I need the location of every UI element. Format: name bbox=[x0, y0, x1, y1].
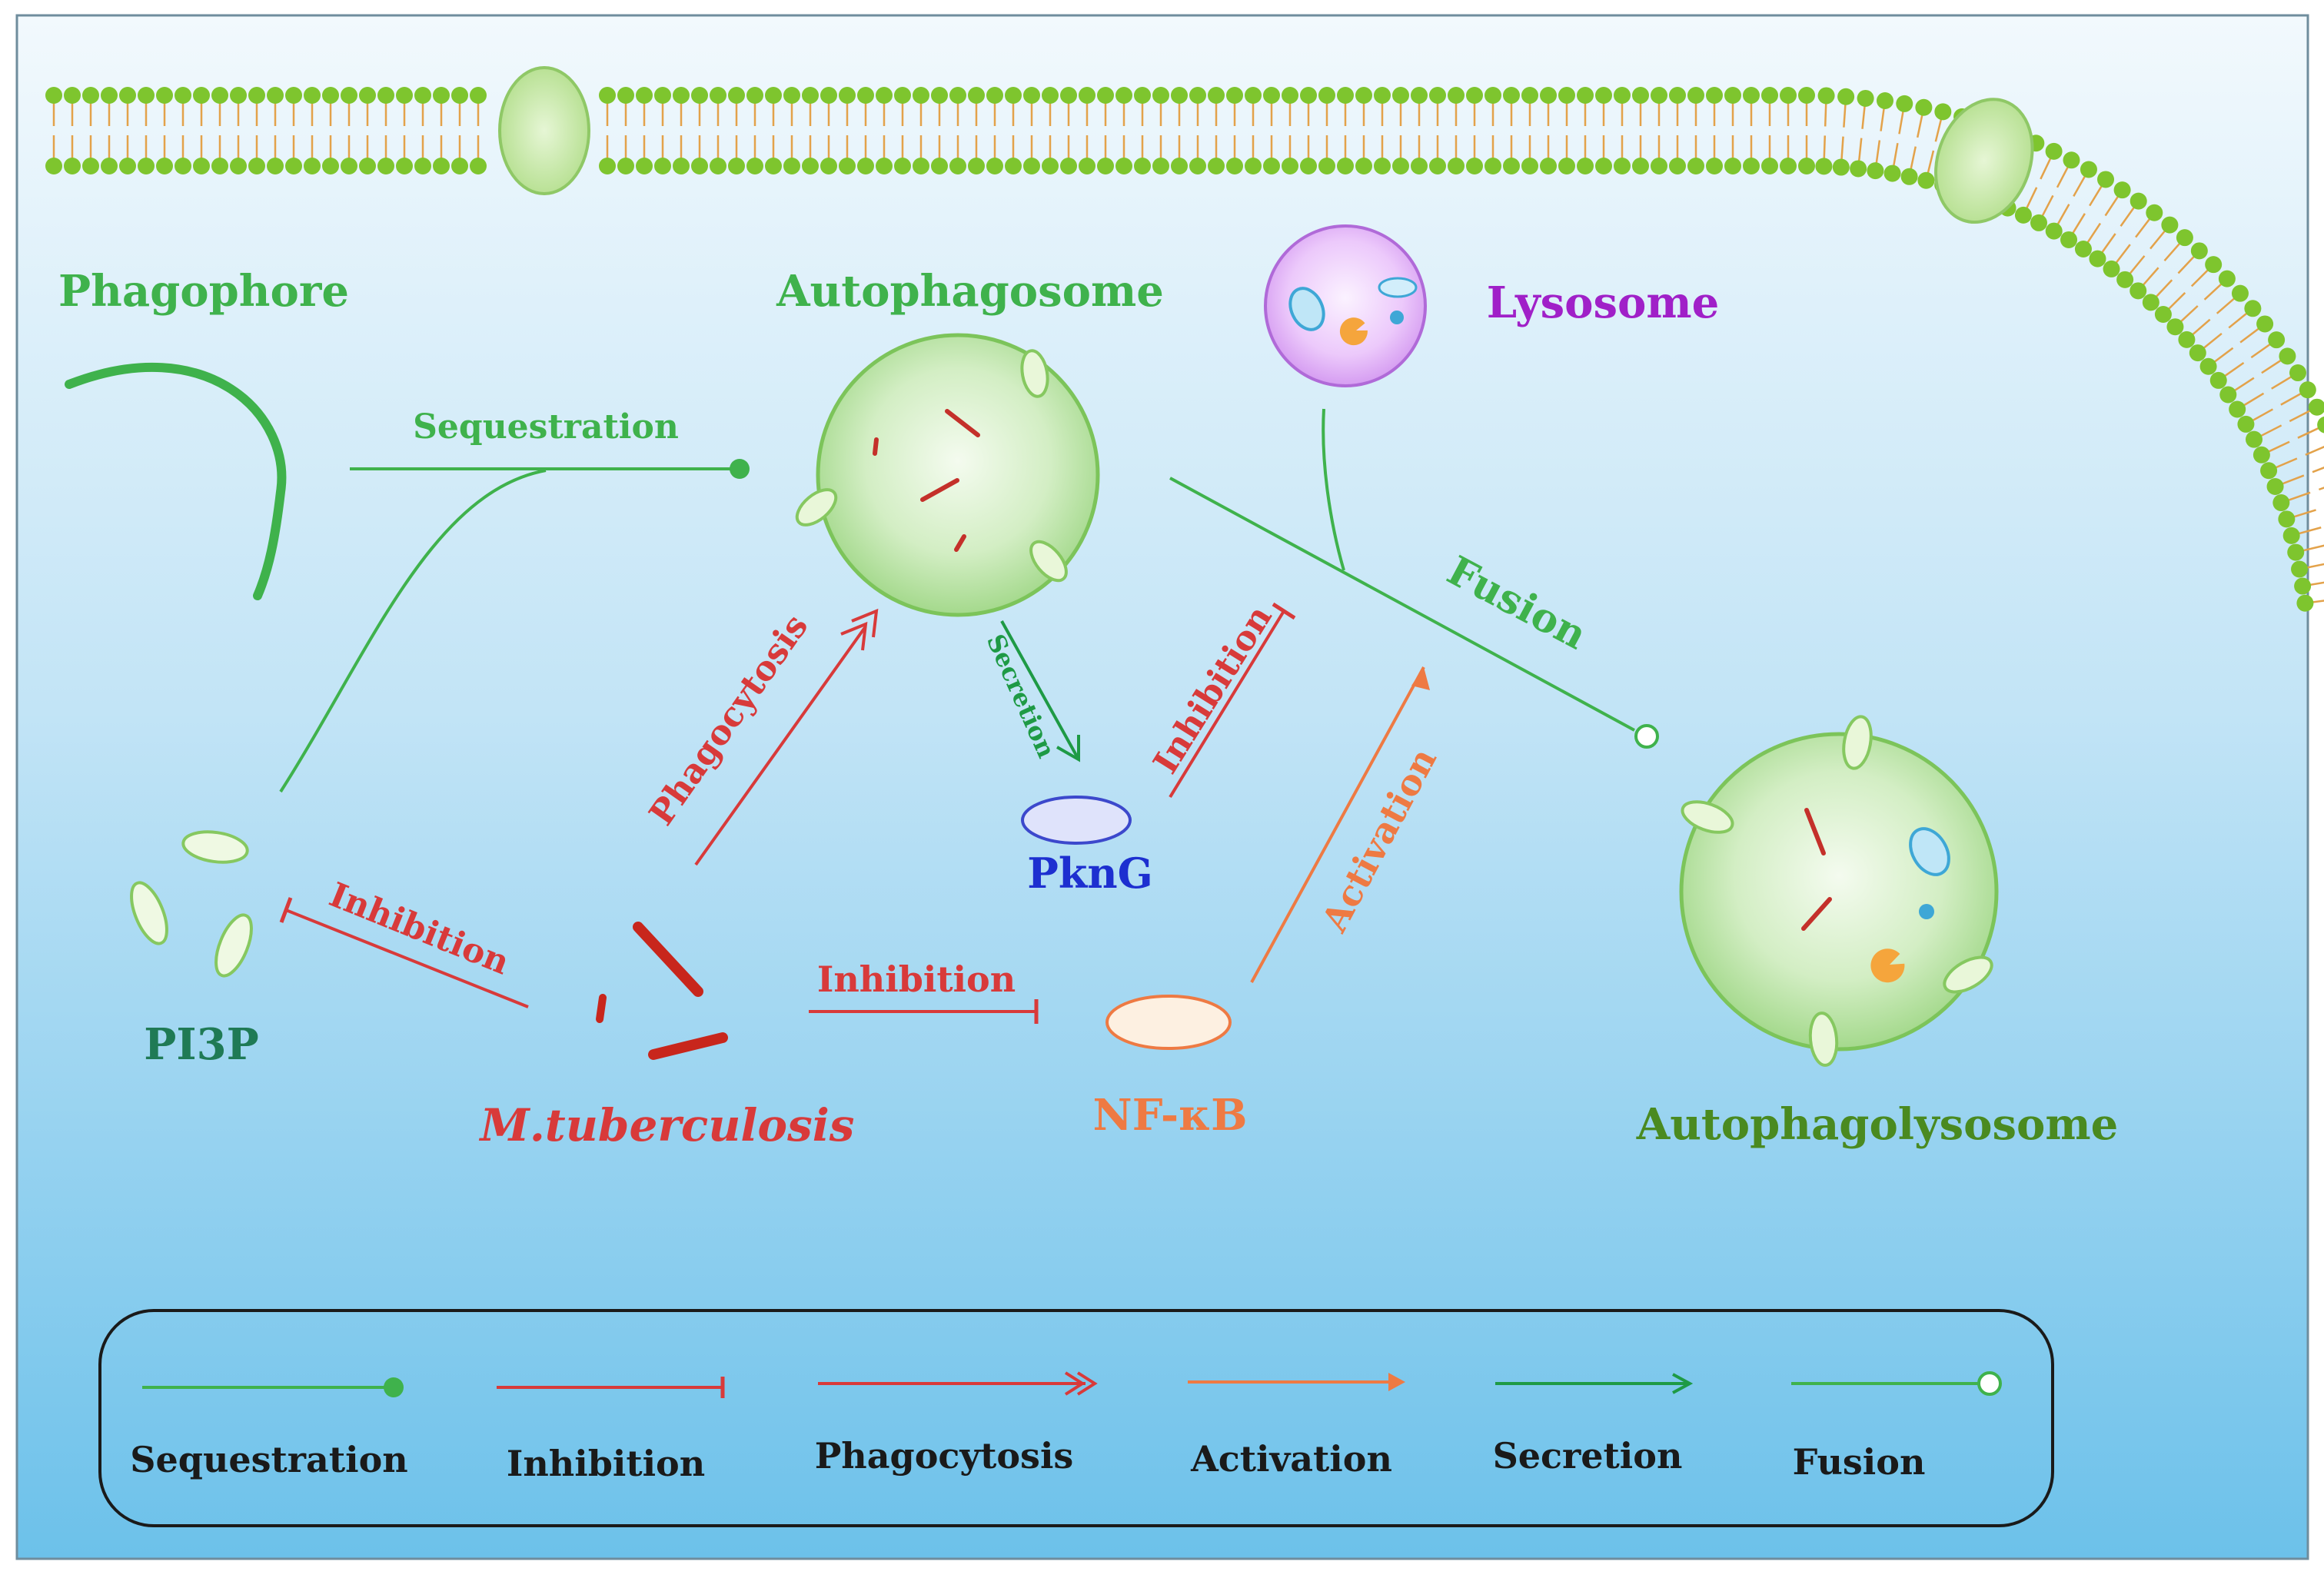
pkng-ellipse-icon bbox=[1021, 796, 1132, 845]
label-pkng: PknG bbox=[1027, 849, 1152, 898]
nfkb-ellipse-icon bbox=[1105, 995, 1232, 1050]
label-phagophore: Phagophore bbox=[58, 266, 349, 317]
phagophore-arc-icon bbox=[65, 362, 287, 600]
legend-label-fusion: Fusion bbox=[1793, 1441, 1926, 1483]
edge-label-inhibition-nfkb: Inhibition bbox=[817, 958, 1016, 1000]
mtb-bacilli-icon bbox=[596, 922, 728, 1060]
autophagosome-vesicle-icon bbox=[795, 333, 1100, 617]
label-autophagolysosome: Autophagolysosome bbox=[1636, 1099, 2119, 1150]
legend-box: Sequestration Inhibition Phagocytosis Ac… bbox=[98, 1309, 2054, 1527]
cell-membrane-icon bbox=[45, 66, 2324, 612]
legend-item-fusion: Fusion bbox=[1791, 1371, 2002, 1483]
legend-item-sequestration: Sequestration bbox=[130, 1377, 408, 1480]
legend-item-phagocytosis: Phagocytosis bbox=[815, 1371, 1098, 1477]
label-lysosome: Lysosome bbox=[1487, 277, 1720, 328]
legend-label-inhibition: Inhibition bbox=[507, 1443, 705, 1484]
autophagolysosome-vesicle-icon bbox=[1679, 715, 1999, 1067]
label-autophagosome: Autophagosome bbox=[776, 266, 1164, 317]
legend-item-inhibition: Inhibition bbox=[497, 1377, 725, 1484]
legend-label-activation: Activation bbox=[1190, 1438, 1392, 1480]
legend-label-phagocytosis: Phagocytosis bbox=[815, 1435, 1074, 1477]
legend-label-sequestration: Sequestration bbox=[130, 1439, 407, 1480]
lysosome-vesicle-icon bbox=[1264, 224, 1427, 387]
edge-label-sequestration: Sequestration bbox=[413, 407, 679, 447]
pi3p-vesicles-icon bbox=[130, 830, 253, 978]
label-nfkb: NF-κB bbox=[1093, 1090, 1248, 1141]
edge-inhibition-nfkb: Inhibition bbox=[809, 958, 1039, 1024]
label-pi3p: PI3P bbox=[144, 1019, 258, 1070]
label-mtb: M.tuberculosis bbox=[479, 1099, 855, 1151]
legend-label-secretion: Secretion bbox=[1493, 1435, 1683, 1477]
edge-sequestration: Sequestration bbox=[279, 407, 750, 793]
legend-item-activation: Activation bbox=[1188, 1373, 1405, 1480]
legend-item-secretion: Secretion bbox=[1493, 1373, 1694, 1477]
